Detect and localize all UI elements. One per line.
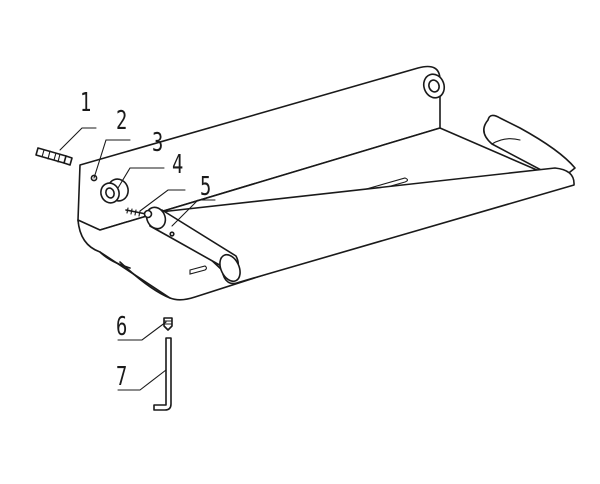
towel-bar <box>145 114 576 285</box>
spacer-ring <box>100 178 129 204</box>
callout-5: 5 <box>200 172 212 202</box>
leader-lines <box>59 127 216 391</box>
screw <box>125 207 153 219</box>
callout-6: 6 <box>116 312 128 342</box>
callout-7: 7 <box>116 362 128 392</box>
callout-1: 1 <box>80 88 92 118</box>
callout-4: 4 <box>172 150 184 180</box>
wall-anchor <box>35 147 73 166</box>
hex-key <box>153 337 172 411</box>
set-screw <box>163 317 173 331</box>
callout-3: 3 <box>152 128 164 158</box>
mounting-hole <box>90 174 98 182</box>
tray-front-edge <box>99 251 131 269</box>
back-post <box>422 73 446 99</box>
callout-2: 2 <box>116 106 128 136</box>
